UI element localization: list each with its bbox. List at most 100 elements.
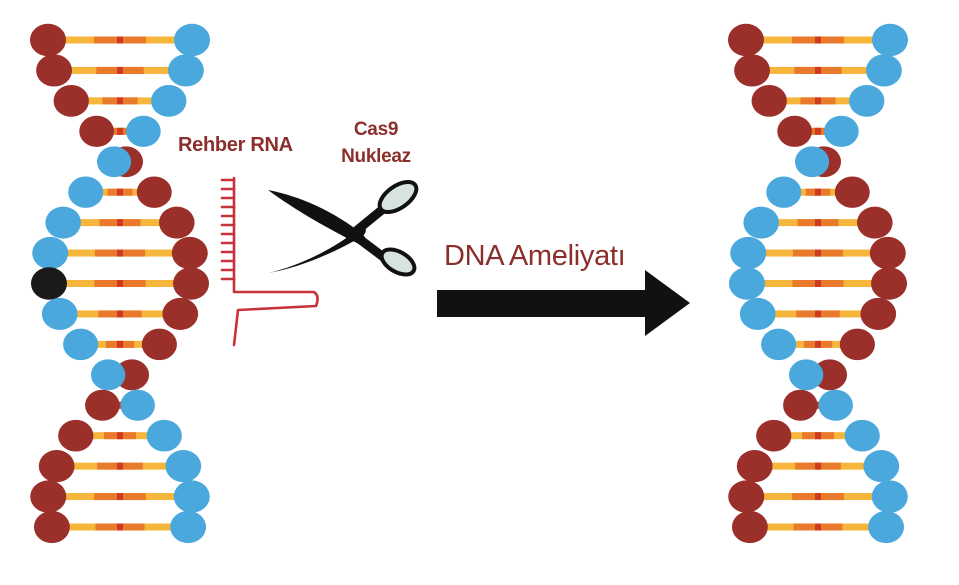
rung-center: [815, 401, 821, 409]
guide-rna-icon: [220, 176, 319, 347]
rung-center: [117, 310, 123, 318]
nucleotide-maroon: [834, 176, 870, 208]
nucleotide-blue: [90, 359, 126, 391]
base-pair: [58, 419, 182, 452]
nucleotide-blue: [45, 206, 81, 239]
guide-rna-strand: [232, 176, 319, 347]
base-pair: [783, 389, 853, 421]
nucleotide-maroon: [162, 297, 199, 330]
scissors-handle-upper: [377, 179, 419, 215]
nucleotide-maroon: [79, 115, 114, 147]
nucleotide-blue: [174, 23, 210, 57]
nucleotide-blue: [872, 23, 908, 57]
base-pair: [728, 23, 908, 57]
rung-center: [815, 97, 821, 105]
base-pair: [736, 450, 900, 483]
rung-center: [815, 280, 821, 287]
nucleotide-blue: [866, 54, 902, 87]
rung-center: [117, 523, 123, 531]
base-pair: [41, 297, 199, 330]
base-pair: [38, 450, 202, 483]
base-pair: [761, 328, 875, 361]
nucleotide-blue: [96, 146, 132, 178]
nucleotide-maroon: [751, 84, 787, 117]
nucleotide-blue: [32, 236, 69, 270]
nucleotide-maroon: [839, 328, 875, 361]
rung-center: [117, 36, 123, 44]
scissors-handle-lower: [379, 247, 417, 277]
nucleotide-maroon: [159, 206, 195, 239]
base-pair: [794, 146, 842, 178]
dna-helix-mutated: [30, 23, 210, 544]
nucleotide-blue: [818, 389, 853, 421]
rung-center: [117, 249, 123, 257]
base-pair: [30, 267, 210, 300]
nucleotide-blue: [844, 419, 880, 452]
rung-center: [815, 249, 821, 257]
nucleotide-maroon: [30, 23, 66, 57]
nucleotide-maroon: [36, 54, 72, 87]
nucleotide-blue: [849, 84, 885, 117]
nucleotide-maroon: [171, 236, 208, 270]
nucleotide-maroon: [783, 389, 818, 421]
nucleotide-blue: [728, 267, 765, 300]
base-pair: [788, 359, 848, 391]
rung-center: [815, 188, 821, 196]
base-pair: [36, 54, 204, 87]
nucleotide-maroon: [860, 297, 897, 330]
base-pair: [743, 206, 893, 239]
rung-center: [815, 340, 821, 348]
base-pair: [731, 510, 905, 544]
base-pair: [68, 176, 172, 208]
nucleotide-mutated: [30, 267, 67, 300]
cas9-label: Cas9 Nukleaz: [331, 116, 421, 170]
nucleotide-blue: [868, 510, 905, 544]
nucleotide-blue: [173, 480, 210, 513]
base-pair: [33, 510, 207, 544]
nucleotide-blue: [146, 419, 182, 452]
base-pair: [63, 328, 177, 361]
nucleotide-maroon: [53, 84, 89, 117]
nucleotide-maroon: [871, 267, 908, 300]
nucleotide-maroon: [58, 419, 94, 452]
base-pair: [96, 146, 144, 178]
rung-center: [815, 127, 821, 135]
nucleotide-maroon: [777, 115, 812, 147]
nucleotide-maroon: [85, 389, 120, 421]
rung-center: [117, 493, 123, 501]
dna-helix-repaired: [728, 23, 908, 544]
base-pair: [728, 267, 908, 300]
nucleotide-maroon: [734, 54, 770, 87]
rung-center: [117, 97, 123, 105]
nucleotide-maroon: [857, 206, 893, 239]
rung-center: [815, 310, 821, 318]
base-pair: [45, 206, 195, 239]
nucleotide-maroon: [38, 450, 75, 483]
nucleotide-blue: [168, 54, 204, 87]
base-pair: [728, 480, 908, 513]
nucleotide-maroon: [30, 480, 67, 513]
nucleotide-blue: [170, 510, 207, 544]
nucleotide-blue: [41, 297, 78, 330]
nucleotide-blue: [743, 206, 779, 239]
nucleotide-blue: [794, 146, 830, 178]
rung-center: [117, 127, 123, 135]
rung-center: [117, 432, 123, 440]
base-pair: [756, 419, 880, 452]
rung-center: [815, 493, 821, 501]
base-pair: [730, 236, 906, 270]
process-label: DNA Ameliyatı: [444, 240, 626, 272]
nucleotide-blue: [126, 115, 161, 147]
base-pair: [32, 236, 208, 270]
nucleotide-blue: [824, 115, 859, 147]
nucleotide-maroon: [731, 510, 768, 544]
cas9-label-line2: Nukleaz: [341, 146, 411, 167]
base-pair: [734, 54, 902, 87]
nucleotide-blue: [863, 450, 900, 483]
nucleotide-blue: [730, 236, 767, 270]
rung-center: [117, 280, 123, 287]
nucleotide-blue: [151, 84, 187, 117]
nucleotide-maroon: [114, 359, 150, 391]
rung-center: [815, 462, 821, 470]
